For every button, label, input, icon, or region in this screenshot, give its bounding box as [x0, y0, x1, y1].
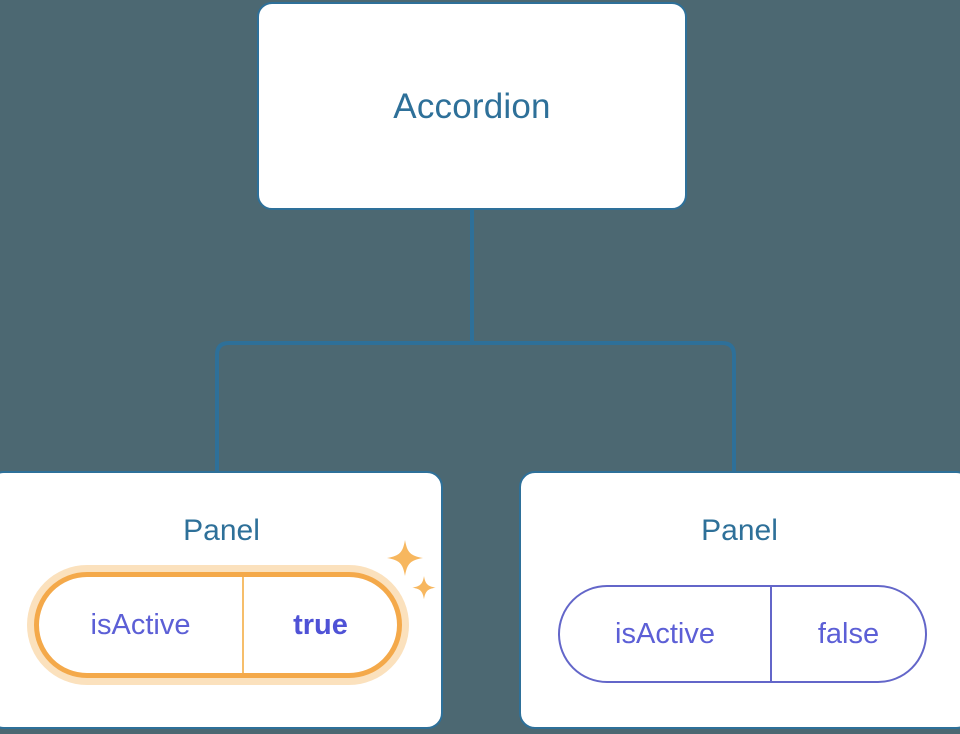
node-accordion[interactable]: Accordion: [257, 2, 687, 210]
prop-value: false: [817, 617, 880, 650]
node-panel-inactive[interactable]: Panel isActive false: [519, 471, 960, 729]
prop-key: isActive: [560, 587, 772, 681]
node-panel-active-label: Panel: [183, 514, 260, 547]
prop-pill-active-wrapper: isActive true: [34, 572, 402, 678]
node-accordion-label: Accordion: [393, 86, 551, 126]
node-panel-active[interactable]: Panel isActive true: [0, 471, 443, 729]
prop-pill-isactive-false[interactable]: isActive false: [558, 585, 927, 683]
node-panel-inactive-label: Panel: [701, 514, 778, 547]
connector-bracket: [215, 341, 736, 471]
prop-value: true: [293, 608, 348, 641]
prop-key: isActive: [39, 577, 244, 673]
prop-pill-inactive-wrapper: isActive false: [558, 585, 927, 683]
prop-pill-isactive-true[interactable]: isActive true: [34, 572, 402, 678]
